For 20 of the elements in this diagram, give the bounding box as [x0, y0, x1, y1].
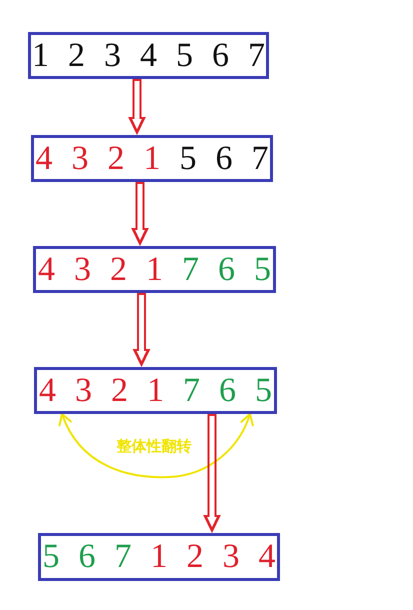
number-sequence: 1 2 3 4 5 6 7 [32, 38, 265, 72]
edge-label: 整体性翻转 [114, 438, 194, 454]
sequence-box [28, 32, 269, 79]
number-sequence: 7 6 5 [183, 374, 272, 408]
number-sequence: 5 6 7 [180, 142, 268, 176]
curved-arrow [59, 413, 254, 478]
sequence-box [33, 246, 276, 293]
number-sequence: 4 3 2 1 [36, 142, 160, 176]
block-arrow [128, 79, 146, 135]
number-sequence: 1 2 3 4 [150, 540, 276, 574]
number-sequence: 4 3 2 1 [38, 252, 163, 286]
number-sequence: 7 6 5 [182, 252, 271, 286]
number-sequence: 4 3 2 1 [39, 374, 164, 408]
block-arrow [203, 414, 221, 533]
number-sequence: 5 6 7 [42, 540, 132, 574]
sequence-box [34, 367, 277, 414]
sequence-box [31, 135, 273, 182]
block-arrow [132, 293, 150, 367]
sequence-box [38, 533, 280, 581]
block-arrow [131, 182, 149, 246]
